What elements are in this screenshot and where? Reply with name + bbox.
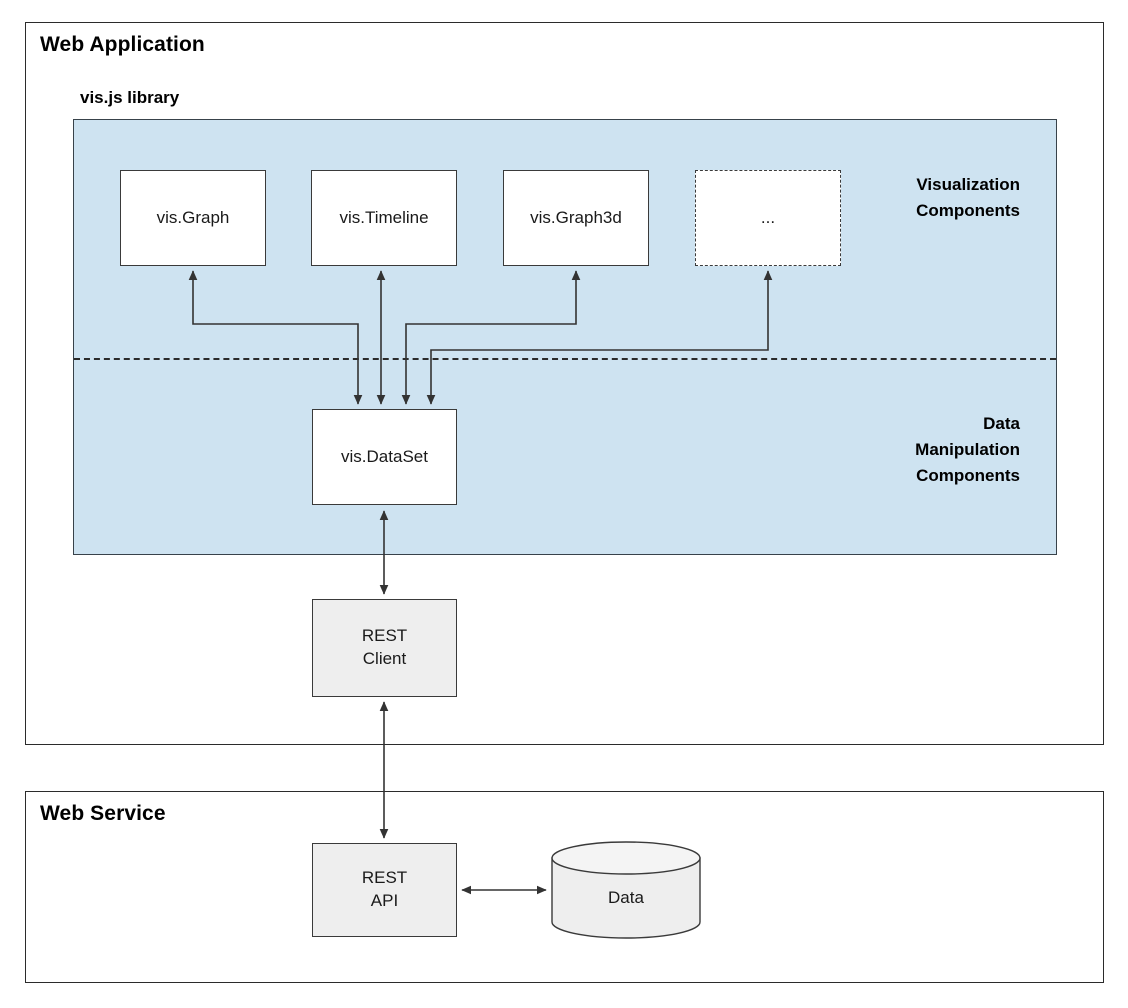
- node-vis-graph[interactable]: vis.Graph: [120, 170, 266, 266]
- node-vis-graph3d[interactable]: vis.Graph3d: [503, 170, 649, 266]
- node-vis-timeline[interactable]: vis.Timeline: [311, 170, 457, 266]
- node-rest-api[interactable]: REST API: [312, 843, 457, 937]
- data-store-label: Data: [608, 887, 644, 907]
- node-rest-client[interactable]: REST Client: [312, 599, 457, 697]
- container-title-web-application: Web Application: [40, 33, 205, 56]
- node-data-store[interactable]: Data: [551, 841, 701, 939]
- zone-label-data-manipulation: Data Manipulation Components: [915, 414, 1020, 485]
- node-vis-dataset[interactable]: vis.DataSet: [312, 409, 457, 505]
- zone-divider: [74, 358, 1056, 360]
- library-title: vis.js library: [80, 88, 180, 107]
- cylinder-shape: [551, 841, 701, 939]
- zone-label-visualization: Visualization Components: [916, 175, 1020, 220]
- node-more-components[interactable]: ...: [695, 170, 841, 266]
- container-title-web-service: Web Service: [40, 802, 166, 825]
